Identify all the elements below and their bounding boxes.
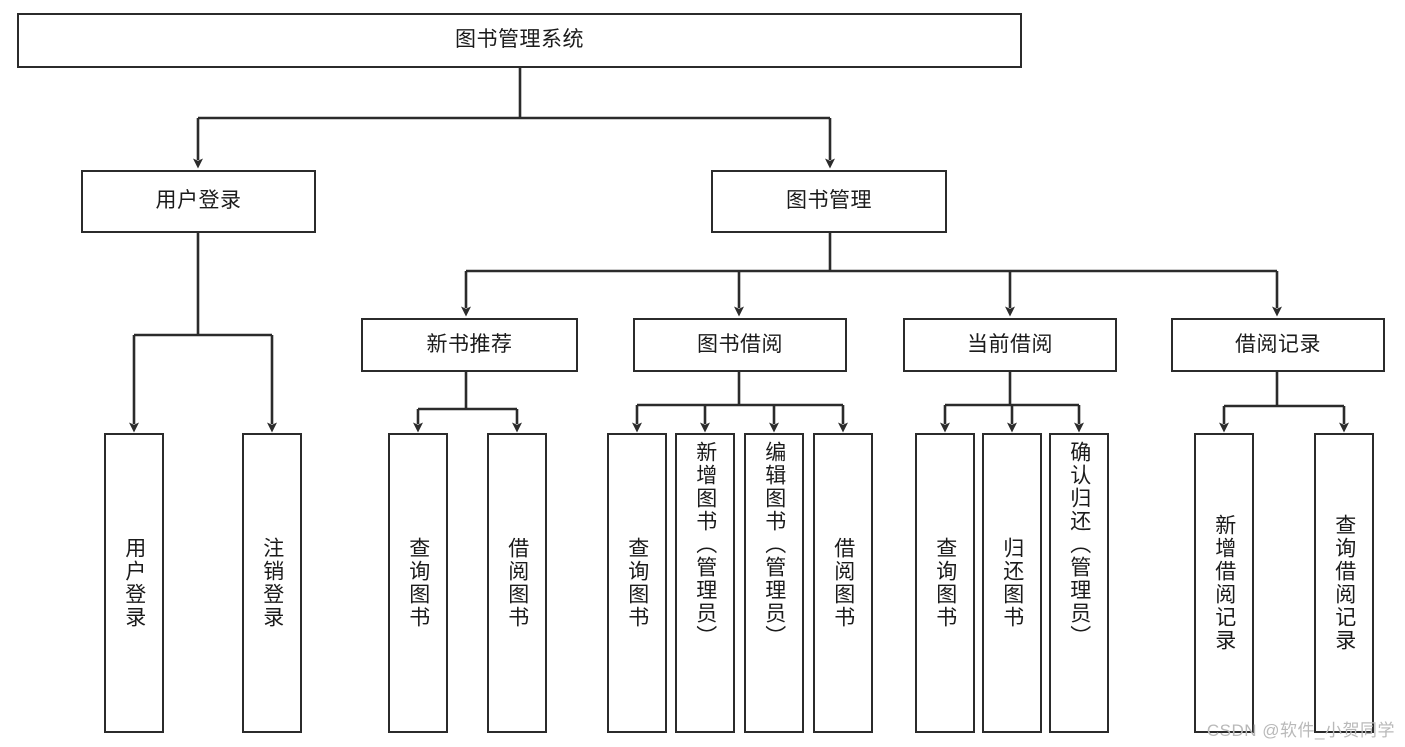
node-root[interactable]: 图书管理系统 [17,13,1022,68]
node-user-login[interactable]: 用户登录 [81,170,316,233]
leaf-label: 新增图书（管理员） [693,441,717,648]
leaf-label: 查询图书 [406,537,430,629]
leaf-current-borrow-return[interactable]: 归还图书 [982,433,1042,733]
leaf-label: 注销登录 [260,537,284,629]
node-user-login-label: 用户登录 [155,189,242,213]
leaf-book-borrow-edit[interactable]: 编辑图书（管理员） [744,433,804,733]
leaf-label: 确认归还（管理员） [1067,441,1091,648]
leaf-label: 用户登录 [122,537,146,629]
leaf-new-book-borrow[interactable]: 借阅图书 [487,433,547,733]
node-book-management-label: 图书管理 [786,189,872,213]
leaf-label: 借阅图书 [831,537,855,629]
node-borrow-record[interactable]: 借阅记录 [1171,318,1385,372]
leaf-borrow-record-add[interactable]: 新增借阅记录 [1194,433,1254,733]
leaf-label: 查询图书 [625,537,649,629]
leaf-book-borrow-add[interactable]: 新增图书（管理员） [675,433,735,733]
leaf-current-borrow-query[interactable]: 查询图书 [915,433,975,733]
node-book-management[interactable]: 图书管理 [711,170,947,233]
node-root-label: 图书管理系统 [455,28,584,52]
node-book-borrow-label: 图书借阅 [697,332,783,356]
node-current-borrow[interactable]: 当前借阅 [903,318,1117,372]
leaf-label: 查询借阅记录 [1332,514,1356,652]
leaf-user-login-login[interactable]: 用户登录 [104,433,164,733]
leaf-user-login-logout[interactable]: 注销登录 [242,433,302,733]
leaf-book-borrow-query[interactable]: 查询图书 [607,433,667,733]
leaf-label: 编辑图书（管理员） [762,441,786,648]
node-new-book-recommend-label: 新书推荐 [426,332,513,356]
leaf-label: 查询图书 [933,537,957,629]
leaf-borrow-record-query[interactable]: 查询借阅记录 [1314,433,1374,733]
node-new-book-recommend[interactable]: 新书推荐 [361,318,578,372]
leaf-label: 归还图书 [1000,537,1024,629]
leaf-current-borrow-confirm-return[interactable]: 确认归还（管理员） [1049,433,1109,733]
leaf-label: 借阅图书 [505,537,529,629]
leaf-label: 新增借阅记录 [1212,514,1236,652]
leaf-book-borrow-borrow[interactable]: 借阅图书 [813,433,873,733]
node-borrow-record-label: 借阅记录 [1235,332,1321,356]
watermark: CSDN @软件_小贺同学 [1206,721,1395,740]
leaf-new-book-query[interactable]: 查询图书 [388,433,448,733]
node-book-borrow[interactable]: 图书借阅 [633,318,847,372]
node-current-borrow-label: 当前借阅 [967,332,1053,356]
